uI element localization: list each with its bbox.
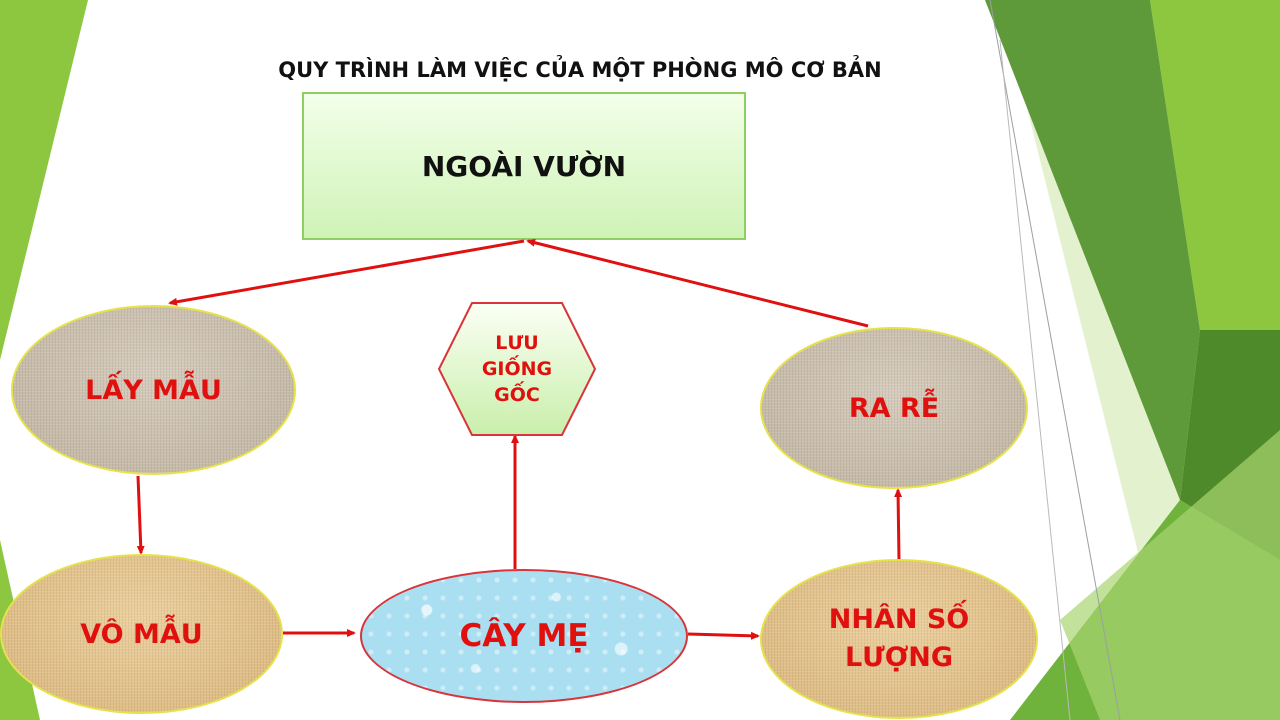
slide-title: QUY TRÌNH LÀM VIỆC CỦA MỘT PHÒNG MÔ CƠ B…: [278, 58, 882, 82]
node-storage-label: LƯU GIỐNG GỐC: [481, 332, 553, 406]
arrow-multiplication-to-rooting: [894, 488, 903, 561]
arrow-rooting-to-garden: [526, 238, 869, 328]
arrow-mother-to-multiplication: [687, 631, 760, 640]
node-storage: LƯU GIỐNG GỐC: [437, 302, 597, 436]
node-multiplication: NHÂN SỐ LƯỢNG: [760, 559, 1038, 719]
right-mid-band: [1150, 0, 1280, 330]
hexagon-shape: [437, 302, 597, 436]
node-inoculation: VÔ MẪU: [0, 554, 283, 714]
arrow-garden-to-sampling: [168, 239, 525, 306]
node-rooting: RA RỄ: [760, 327, 1028, 489]
thin-decor-line: [989, 0, 1121, 720]
node-mother-plant: CÂY MẸ: [360, 569, 688, 703]
node-sampling: LẤY MẪU: [11, 305, 296, 475]
right-dark-band: [985, 0, 1200, 500]
right-bottom-light-band: [1060, 430, 1280, 720]
left-green-triangle-top: [0, 0, 88, 360]
node-garden: NGOÀI VƯỜN: [302, 92, 746, 240]
arrow-sampling-to-inoculation: [136, 475, 145, 555]
thin-decor-line-2: [999, 39, 1071, 720]
